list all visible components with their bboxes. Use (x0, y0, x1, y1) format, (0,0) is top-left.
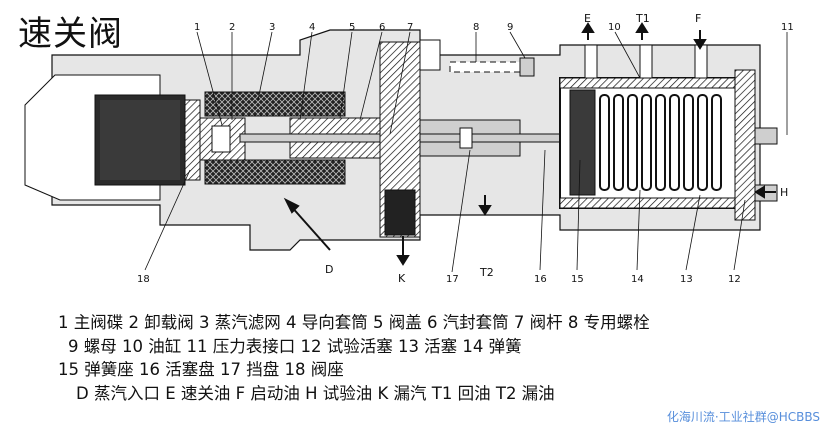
callout-14: 14 (631, 274, 644, 285)
steam-screen (204, 91, 346, 185)
callout-D: D (325, 263, 333, 276)
callout-18: 18 (137, 274, 150, 285)
legend-row-1: 1 主阀碟 2 卸载阀 3 蒸汽滤网 4 导向套筒 5 阀盖 6 汽封套筒 7 … (58, 313, 650, 332)
callout-K: K (398, 272, 406, 285)
legend-row-4: D 蒸汽入口 E 速关油 F 启动油 H 试验油 K 漏汽 T1 回油 T2 漏… (76, 383, 555, 403)
oil-ports (584, 44, 708, 79)
callout-F: F (695, 12, 701, 25)
callout-H: H (780, 186, 788, 199)
inlet-pipe (94, 94, 201, 186)
parts-legend: 1 主阀碟 2 卸载阀 3 蒸汽滤网 4 导向套筒 5 阀盖 6 汽封套筒 7 … (58, 311, 818, 405)
watermark: 化海川流·工业社群@HCBBS (666, 410, 820, 424)
callout-3: 3 (269, 22, 275, 33)
callout-15: 15 (571, 274, 584, 285)
callout-5: 5 (349, 22, 355, 33)
callout-12: 12 (728, 274, 741, 285)
callout-9: 9 (507, 22, 513, 33)
callout-1: 1 (194, 22, 200, 33)
legend-row-3: 15 弹簧座 16 活塞盘 17 挡盘 18 阀座 (58, 360, 344, 379)
callout-6: 6 (379, 22, 385, 33)
oil-cylinder (559, 69, 756, 221)
page-title: 速关阀 (18, 14, 123, 54)
callout-13: 13 (680, 274, 693, 285)
callout-11: 11 (781, 22, 794, 33)
callout-T2: T2 (479, 266, 494, 279)
callout-7: 7 (407, 22, 413, 33)
valve-diagram: 1 2 3 4 5 6 7 8 9 E 10 T1 F 11 18 D K 17… (24, 12, 794, 285)
callout-8: 8 (473, 22, 479, 33)
callout-4: 4 (309, 22, 315, 33)
callout-E: E (584, 12, 591, 25)
leader-lines (144, 31, 788, 273)
valve-cover (379, 39, 535, 238)
main-valve-disc (199, 117, 246, 161)
legend-row-2: 9 螺母 10 油缸 11 压力表接口 12 试验活塞 13 活塞 14 弹簧 (68, 336, 522, 356)
callout-10: 10 (608, 22, 621, 33)
callout-T1: T1 (635, 12, 650, 25)
callout-17: 17 (446, 274, 459, 285)
spring (599, 94, 722, 191)
flow-arrows (283, 22, 776, 266)
callout-16: 16 (534, 274, 547, 285)
callout-2: 2 (229, 22, 235, 33)
